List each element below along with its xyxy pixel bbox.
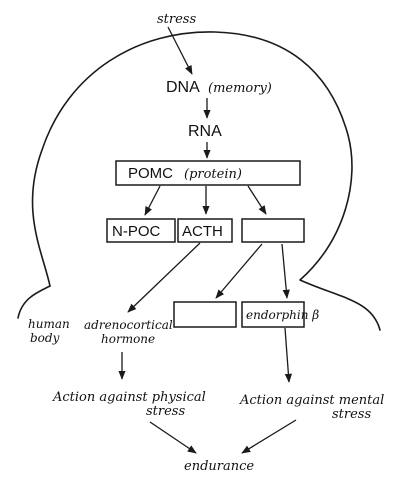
human-body-label-line1: human <box>28 317 70 331</box>
pomc-box <box>115 160 301 186</box>
endorphin-label: endorphin β <box>246 308 319 322</box>
endorphin-box <box>241 301 305 328</box>
pomc-to-blank-arrow <box>247 185 267 215</box>
blank-box-lower <box>173 301 237 328</box>
blank-to-endorphin-arrow <box>281 243 290 299</box>
mental-action-label-line1: Action against mental <box>239 393 384 408</box>
acth-box <box>177 218 233 243</box>
pomc-note: (protein) <box>184 167 242 182</box>
physical-action-label-line2: stress <box>146 404 185 419</box>
npoc-box <box>106 218 176 243</box>
physical-to-endurance-arrow <box>149 421 197 454</box>
endurance-label: endurance <box>184 459 254 474</box>
dna-label: DNA <box>166 79 200 96</box>
head-body-outline <box>31 31 381 331</box>
human-body-label-line2: body <box>30 331 60 345</box>
left-shoulder-outline <box>17 285 51 319</box>
physical-action-label-line1: Action against physical <box>52 390 206 405</box>
pomc-to-npoc-arrow <box>144 185 161 216</box>
blank-to-lower-blank-arrow <box>215 243 263 299</box>
rna-label: RNA <box>188 123 222 140</box>
stress-label: stress <box>157 12 196 27</box>
adrenocortical-label-line1: adrenocortical <box>84 318 173 332</box>
mental-action-label-line2: stress <box>332 407 371 422</box>
stress-to-dna-arrow <box>167 26 193 75</box>
adrenocortical-label-line2: hormone <box>101 332 155 346</box>
blank-box-upper <box>241 218 305 243</box>
mental-to-endurance-arrow <box>241 419 297 454</box>
acth-label: ACTH <box>182 223 223 240</box>
endorphin-to-mental-arrow <box>284 327 293 383</box>
npoc-label: N-POC <box>112 223 161 240</box>
acth-to-adrenocortical-arrow <box>127 242 201 313</box>
pomc-label: POMC <box>128 165 173 182</box>
dna-note: (memory) <box>208 81 272 96</box>
